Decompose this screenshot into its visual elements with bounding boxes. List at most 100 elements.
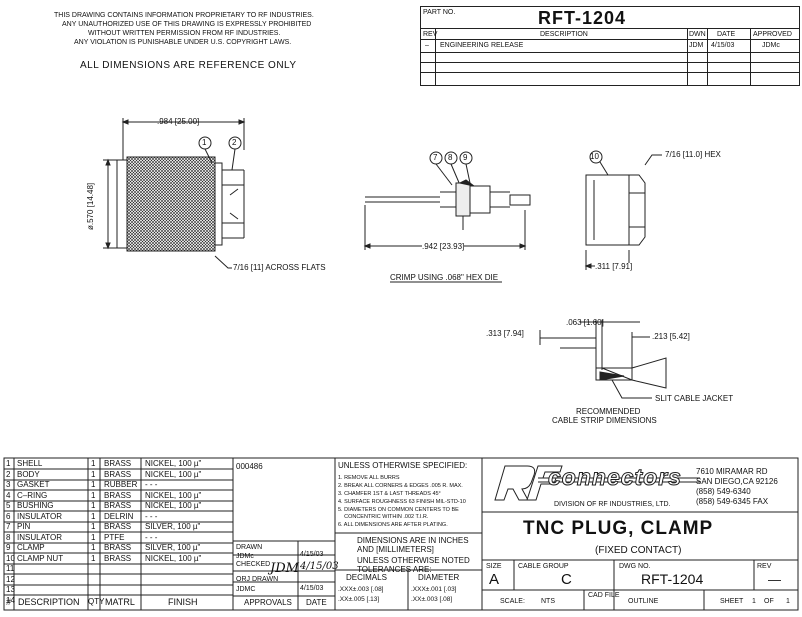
decimals-label: DECIMALS	[346, 573, 387, 582]
bom-header-material: MATRL	[105, 597, 135, 607]
notice-line: WITHOUT WRITTEN PERMISSION FROM RF INDUS…	[88, 30, 281, 37]
bom-cell: 1	[91, 480, 96, 489]
bom-cell: DELRIN	[104, 511, 134, 521]
approvals-footer: APPROVALS	[244, 598, 292, 607]
notes-title: UNLESS OTHERWISE SPECIFIED:	[338, 461, 468, 470]
decimals-tol-2: .XX±.005 [.13]	[338, 596, 380, 603]
diameter-label: DIAMETER	[418, 573, 460, 582]
strip-dimension-a: .063 [1.60]	[566, 318, 604, 327]
main-view	[103, 118, 246, 269]
diameter-tol-1: .XXX±.001 [.03]	[411, 586, 457, 593]
note-item: 1. REMOVE ALL BURRS	[338, 475, 400, 481]
bom-cell: 6	[6, 511, 11, 521]
bom-cell: BRASS	[104, 459, 132, 468]
bom-cell: BODY	[17, 469, 40, 479]
flats-dimension: 7/16 [11] ACROSS FLATS	[233, 263, 326, 272]
bom-cell: 1	[91, 501, 96, 510]
bom-cell: INSULATOR	[17, 511, 63, 521]
dims-note-1: DIMENSIONS ARE IN INCHES	[357, 536, 469, 545]
bom-cell: 1	[6, 459, 11, 468]
balloon-2: 2	[232, 138, 237, 147]
cable-group-label: CABLE GROUP	[518, 563, 569, 570]
balloon-7: 7	[433, 153, 438, 162]
bom-cell: 1	[91, 553, 96, 563]
drawn-name: JDMc	[236, 553, 254, 560]
crimp-length-dimension: .942 [23.93]	[422, 242, 465, 251]
strip-dimension-c: .213 [5.42]	[652, 332, 690, 341]
bom-cell: 12	[6, 574, 15, 584]
bom-cell: NICKEL, 100 µ"	[145, 501, 202, 510]
scale-value: NTS	[541, 598, 555, 605]
bom-cell: NICKEL, 100 µ"	[145, 490, 202, 500]
fax-line: (858) 549-6345 FAX	[696, 497, 769, 506]
strip-title-2: CABLE STRIP DIMENSIONS	[552, 416, 657, 425]
dwn-cell: JDM	[689, 42, 704, 49]
reference-note: ALL DIMENSIONS ARE REFERENCE ONLY	[80, 60, 297, 71]
note-item: CONCENTRIC WITHIN .002 T.I.R.	[338, 514, 429, 520]
bom-cell: - - -	[145, 511, 158, 521]
bom-cell: BRASS	[104, 543, 132, 552]
note-item: 2. BREAK ALL CORNERS & EDGES .005 R. MAX…	[338, 483, 463, 489]
bom-cell: 10	[6, 553, 15, 563]
hex-dimension: 7/16 [11.0] HEX	[665, 150, 721, 159]
tolerance-note-2: TOLERANCES ARE:	[357, 565, 432, 574]
bom-cell: 11	[6, 564, 15, 573]
strip-view	[539, 320, 667, 399]
note-item: 3. CHAMFER 1ST & LAST THREADS 45°	[338, 491, 441, 497]
bom-cell: 1	[91, 522, 96, 531]
company-logo-word: connectors	[548, 464, 682, 490]
bom-cell: 14	[6, 595, 15, 605]
bom-header-num: #	[6, 597, 12, 607]
decimals-tol-1: .XXX±.003 [.08]	[338, 586, 384, 593]
bom-cell: INSULATOR	[17, 532, 63, 542]
drawing-subtitle: (FIXED CONTACT)	[595, 545, 682, 556]
of-value: 1	[786, 598, 790, 605]
rev-value: —	[768, 572, 781, 587]
bom-cell: 5	[6, 501, 11, 510]
date-footer: DATE	[306, 598, 327, 607]
phone-line: (858) 549-6340	[696, 487, 751, 496]
dwn-header: DWN	[689, 31, 706, 38]
length-dimension: .984 [25.00]	[157, 117, 200, 126]
orj-date: 4/15/03	[300, 585, 324, 592]
bom-cell: NICKEL, 100 µ"	[145, 469, 202, 479]
size-label: SIZE	[486, 563, 502, 570]
bom-cell: 13	[6, 585, 15, 594]
approved-cell: JDMc	[762, 42, 780, 49]
scale-label: SCALE:	[500, 598, 525, 605]
rev-cell: –	[425, 42, 429, 49]
checked-signature: JDM	[270, 561, 299, 576]
orj-name: JDMC	[236, 586, 256, 593]
checked-date: 4/15/03	[300, 561, 339, 572]
bom-cell: 4	[6, 490, 11, 500]
hex-view	[584, 150, 662, 270]
bom-cell: SHELL	[17, 459, 43, 468]
bom-cell: PTFE	[104, 532, 125, 542]
date-header: DATE	[717, 31, 736, 38]
bom-cell: BRASS	[104, 522, 132, 531]
size-value: A	[489, 571, 500, 588]
bom-cell: 8	[6, 532, 11, 542]
balloon-10: 10	[590, 152, 599, 161]
drawing-title: TNC PLUG, CLAMP	[523, 518, 714, 539]
part-no-label: PART NO.	[423, 9, 456, 16]
approval-number: 000486	[236, 462, 263, 471]
bom-cell: BRASS	[104, 501, 132, 510]
bom-cell: CLAMP	[17, 543, 45, 552]
drawn-date: 4/15/03	[300, 551, 324, 558]
diameter-dimension: ø.570 [14.48]	[86, 182, 95, 230]
bom-cell: 1	[91, 532, 96, 542]
crimp-view	[363, 151, 531, 283]
checked-label: CHECKED	[236, 561, 271, 568]
strip-dimension-b: .313 [7.94]	[486, 329, 524, 338]
diameter-tol-2: .XX±.003 [.08]	[411, 596, 453, 603]
notice-line: THIS DRAWING CONTAINS INFORMATION PROPRI…	[54, 12, 314, 19]
bom-cell: BRASS	[104, 469, 132, 479]
bom-cell: 2	[6, 469, 11, 479]
bom-header-finish: FINISH	[168, 597, 198, 607]
address-line: SAN DIEGO,CA 92126	[696, 477, 778, 486]
notice-line: ANY VIOLATION IS PUNISHABLE UNDER U.S. C…	[74, 39, 292, 46]
dwg-no-label: DWG NO.	[619, 563, 651, 570]
bom-cell: CLAMP NUT	[17, 553, 64, 563]
